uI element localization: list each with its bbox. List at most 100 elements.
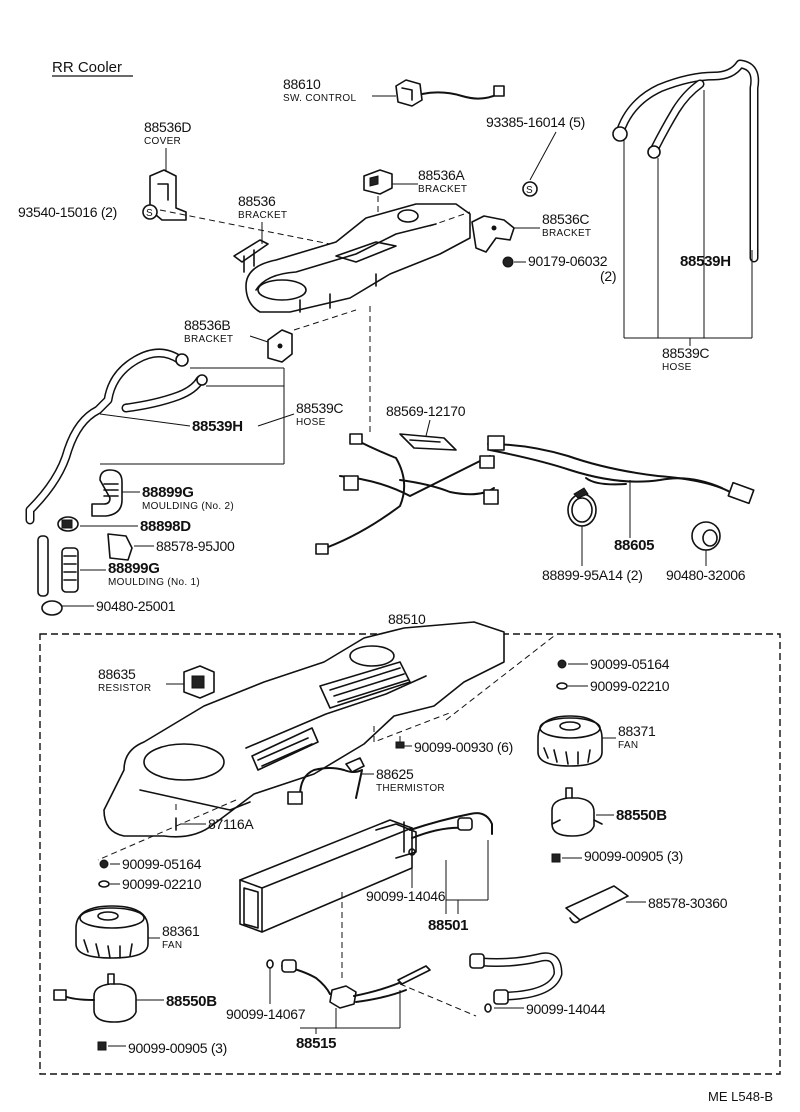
label-88536c-sub: BRACKET <box>542 228 591 239</box>
label-88536b-sub: BRACKET <box>184 334 233 345</box>
clip-88898d-part <box>57 516 79 532</box>
nut-90179 <box>502 256 514 268</box>
bracket-88536c-part <box>471 215 515 253</box>
pad-88578-95j00 <box>107 533 133 561</box>
label-88539c-top: 88539C <box>662 345 709 361</box>
screw-90099-00905-left <box>97 1041 107 1051</box>
fan-88371-part <box>537 715 603 767</box>
label-88610-sub: SW. CONTROL <box>283 93 356 104</box>
diagram-title: RR Cooler <box>52 59 122 76</box>
label-88569: 88569-12170 <box>386 403 466 419</box>
expansion-valve-88515 <box>266 959 431 1009</box>
label-88536: 88536 <box>238 193 276 209</box>
label-88536c: 88536C <box>542 211 589 227</box>
label-90480-32006: 90480-32006 <box>666 567 746 583</box>
label-88539c-top-sub: HOSE <box>662 362 692 373</box>
pad-88578-30360 <box>565 885 629 921</box>
nut-90099-05164-a <box>557 659 567 669</box>
wire-harness-88605 <box>315 433 755 555</box>
bracket-88536-part <box>233 239 269 273</box>
label-87116a: 87116A <box>208 816 254 832</box>
label-88898d: 88898D <box>140 518 191 535</box>
label-88361: 88361 <box>162 923 200 939</box>
screw-90099-00905-right <box>551 853 561 863</box>
cooler-housing-top <box>245 203 471 313</box>
pipe-right-part <box>469 952 563 1005</box>
moulding-no2-part <box>91 469 123 517</box>
label-90179: 90179-06032 <box>528 253 608 269</box>
label-88510: 88510 <box>388 611 426 627</box>
label-88536d: 88536D <box>144 119 191 135</box>
label-90099-02210-a: 90099-02210 <box>590 678 670 694</box>
label-88515: 88515 <box>296 1035 336 1052</box>
label-88539c-left: 88539C <box>296 400 343 416</box>
label-90099-02210-b: 90099-02210 <box>122 876 202 892</box>
label-88899g-2: 88899G <box>108 560 160 577</box>
label-88361-sub: FAN <box>162 940 182 951</box>
clamp-88899-95a14 <box>567 487 597 527</box>
label-90099-00930: 90099-00930 (6) <box>414 739 513 755</box>
label-88501: 88501 <box>428 917 468 934</box>
label-90099-00905-right: 90099-00905 (3) <box>584 848 683 864</box>
screw-90099-00930 <box>395 741 405 749</box>
label-93540: 93540-15016 (2) <box>18 204 117 220</box>
hose-88539h-top <box>612 59 760 263</box>
label-88536b: 88536B <box>184 317 230 333</box>
nut-90099-05164-b <box>99 859 109 869</box>
clip-s-icon-2 <box>142 204 158 220</box>
label-90179-qty: (2) <box>600 268 616 284</box>
label-90099-14067: 90099-14067 <box>226 1006 306 1022</box>
washer-90099-02210-a <box>556 682 568 690</box>
bracket-88536b-part <box>267 329 293 363</box>
label-88536-sub: BRACKET <box>238 210 287 221</box>
label-88605: 88605 <box>614 537 654 554</box>
label-88635-sub: RESISTOR <box>98 683 151 694</box>
label-90480-25001: 90480-25001 <box>96 598 176 614</box>
label-88899g-1-sub: MOULDING (No. 2) <box>142 501 234 512</box>
label-88371: 88371 <box>618 723 656 739</box>
leader-93385 <box>529 131 557 181</box>
label-88371-sub: FAN <box>618 740 638 751</box>
evaporator-88501-part <box>239 812 493 933</box>
motor-88550b-left-part <box>53 973 137 1023</box>
label-88536d-sub: COVER <box>144 136 181 147</box>
clip-s-icon <box>522 181 538 197</box>
label-88550b-right: 88550B <box>616 807 667 824</box>
grommet-90480-25001 <box>41 600 63 616</box>
hose-88539c-left <box>25 348 208 525</box>
svg-text:S: S <box>526 185 533 196</box>
label-88899-95a14: 88899-95A14 (2) <box>542 567 643 583</box>
label-88635: 88635 <box>98 666 136 682</box>
label-93385: 93385-16014 (5) <box>486 114 585 130</box>
label-88625-sub: THERMISTOR <box>376 783 445 794</box>
label-90099-14046: 90099-14046 <box>366 888 446 904</box>
label-88536a: 88536A <box>418 167 465 183</box>
label-88578-95j00: 88578-95J00 <box>156 538 235 554</box>
resistor-88635-part <box>183 665 215 699</box>
label-88578-30360: 88578-30360 <box>648 895 728 911</box>
diagram-code: ME L548-B <box>708 1089 773 1104</box>
label-88539c-left-sub: HOSE <box>296 417 326 428</box>
svg-text:S: S <box>146 208 153 219</box>
label-88539h-left: 88539H <box>192 418 243 435</box>
label-88625: 88625 <box>376 766 414 782</box>
sw-control-part <box>395 79 505 107</box>
grommet-90480-32006 <box>691 521 721 551</box>
thermistor-88625-part <box>287 757 365 805</box>
label-88899g-2-sub: MOULDING (No. 1) <box>108 577 200 588</box>
sensor-88569-part <box>399 433 457 451</box>
label-88550b-left: 88550B <box>166 993 217 1010</box>
washer-90099-02210-b <box>98 880 110 888</box>
label-90099-05164-a: 90099-05164 <box>590 656 670 672</box>
label-90099-14044: 90099-14044 <box>526 1001 606 1017</box>
label-90099-00905-left: 90099-00905 (3) <box>128 1040 227 1056</box>
motor-88550b-right-part <box>551 787 603 837</box>
label-88899g-1: 88899G <box>142 484 194 501</box>
oring-90099-14046 <box>408 848 416 856</box>
label-88610: 88610 <box>283 76 321 92</box>
oring-90099-14044 <box>484 1003 492 1013</box>
label-90099-05164-b: 90099-05164 <box>122 856 202 872</box>
cooler-housing-88510 <box>103 621 505 838</box>
label-88539h-top: 88539H <box>680 253 731 270</box>
